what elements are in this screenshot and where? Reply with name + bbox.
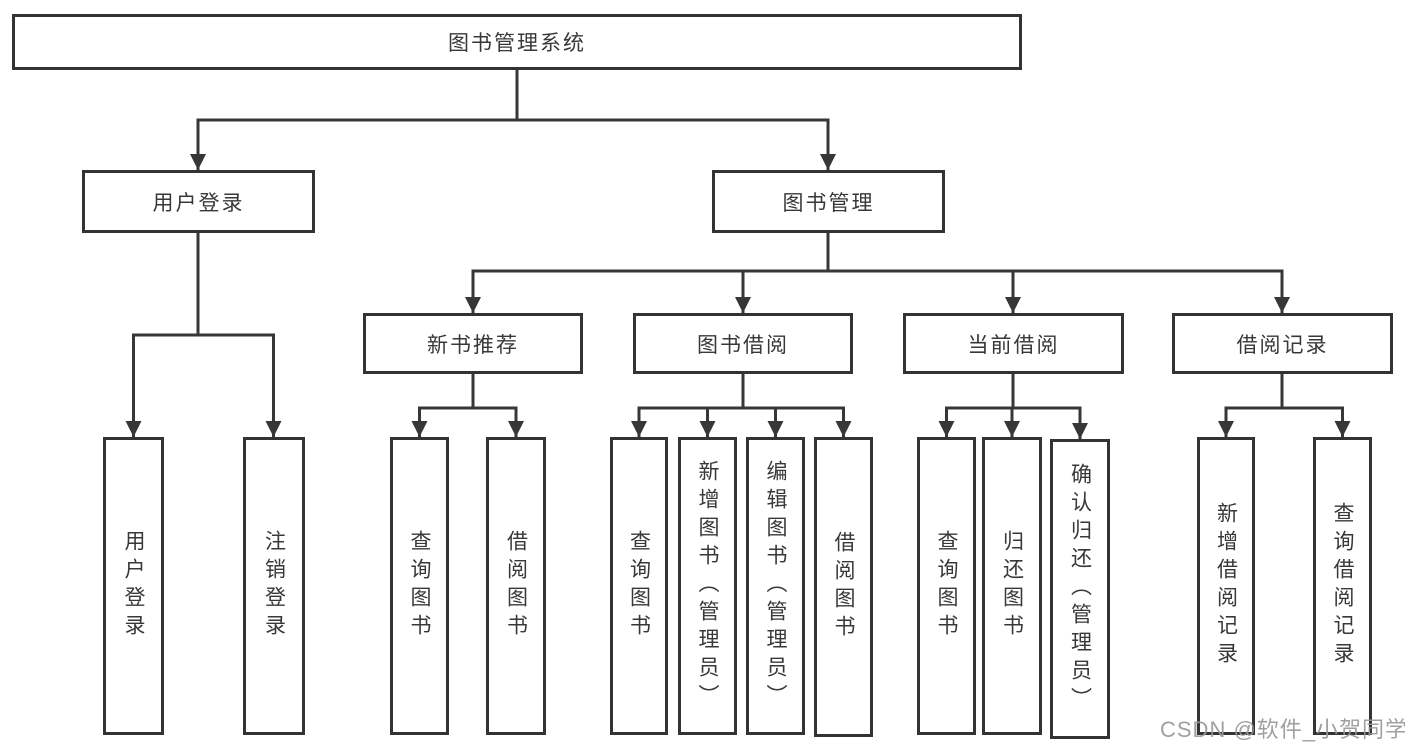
node-borrow-records-label: 借阅记录 [1236, 333, 1329, 357]
leaf-return-books-label: 归还图书 [1000, 530, 1024, 642]
watermark-text: CSDN @软件_小贺同学 [1160, 717, 1405, 742]
leaf-query-books-borrow-label: 查询图书 [627, 530, 651, 642]
leaf-query-books-recommend-label: 查询图书 [408, 530, 431, 642]
node-current-borrow: 当前借阅 [903, 313, 1124, 374]
leaf-edit-books-admin-label: 编辑图书（管理员） [764, 460, 787, 712]
leaf-logout-label: 注销登录 [262, 530, 286, 642]
leaf-query-books-recommend: 查询图书 [390, 437, 449, 735]
node-root: 图书管理系统 [12, 14, 1022, 70]
leaf-add-books-admin-label: 新增图书（管理员） [696, 460, 719, 712]
leaf-edit-books-admin: 编辑图书（管理员） [746, 437, 805, 735]
node-root-label: 图书管理系统 [448, 32, 586, 55]
leaf-borrow-books-recommend-label: 借阅图书 [504, 530, 528, 642]
node-book-management-label: 图书管理 [782, 191, 875, 215]
node-book-borrow: 图书借阅 [633, 313, 853, 374]
leaf-query-books-current: 查询图书 [917, 437, 976, 735]
leaf-query-books-current-label: 查询图书 [935, 530, 958, 642]
node-current-borrow-label: 当前借阅 [967, 333, 1060, 357]
node-book-management: 图书管理 [712, 170, 945, 233]
node-new-book-recommend: 新书推荐 [363, 313, 583, 374]
leaf-add-borrow-record: 新增借阅记录 [1197, 437, 1255, 735]
leaf-user-login: 用户登录 [103, 437, 164, 735]
leaf-query-borrow-record: 查询借阅记录 [1313, 437, 1372, 735]
leaf-query-borrow-record-label: 查询借阅记录 [1331, 502, 1354, 670]
leaf-query-books-borrow: 查询图书 [610, 437, 668, 735]
leaf-confirm-return-admin: 确认归还（管理员） [1050, 439, 1110, 739]
leaf-borrow-books: 借阅图书 [814, 437, 873, 737]
leaf-confirm-return-admin-label: 确认归还（管理员） [1068, 463, 1092, 715]
leaf-return-books: 归还图书 [982, 437, 1042, 735]
leaf-user-login-label: 用户登录 [122, 530, 145, 642]
leaf-logout: 注销登录 [243, 437, 305, 735]
node-book-borrow-label: 图书借阅 [697, 333, 789, 357]
leaf-add-borrow-record-label: 新增借阅记录 [1214, 502, 1238, 670]
node-user-login: 用户登录 [82, 170, 315, 233]
leaf-add-books-admin: 新增图书（管理员） [678, 437, 737, 735]
node-borrow-records: 借阅记录 [1172, 313, 1393, 374]
node-new-book-recommend-label: 新书推荐 [427, 333, 519, 357]
leaf-borrow-books-label: 借阅图书 [832, 531, 855, 643]
leaf-borrow-books-recommend: 借阅图书 [486, 437, 546, 735]
node-user-login-label: 用户登录 [152, 191, 245, 215]
